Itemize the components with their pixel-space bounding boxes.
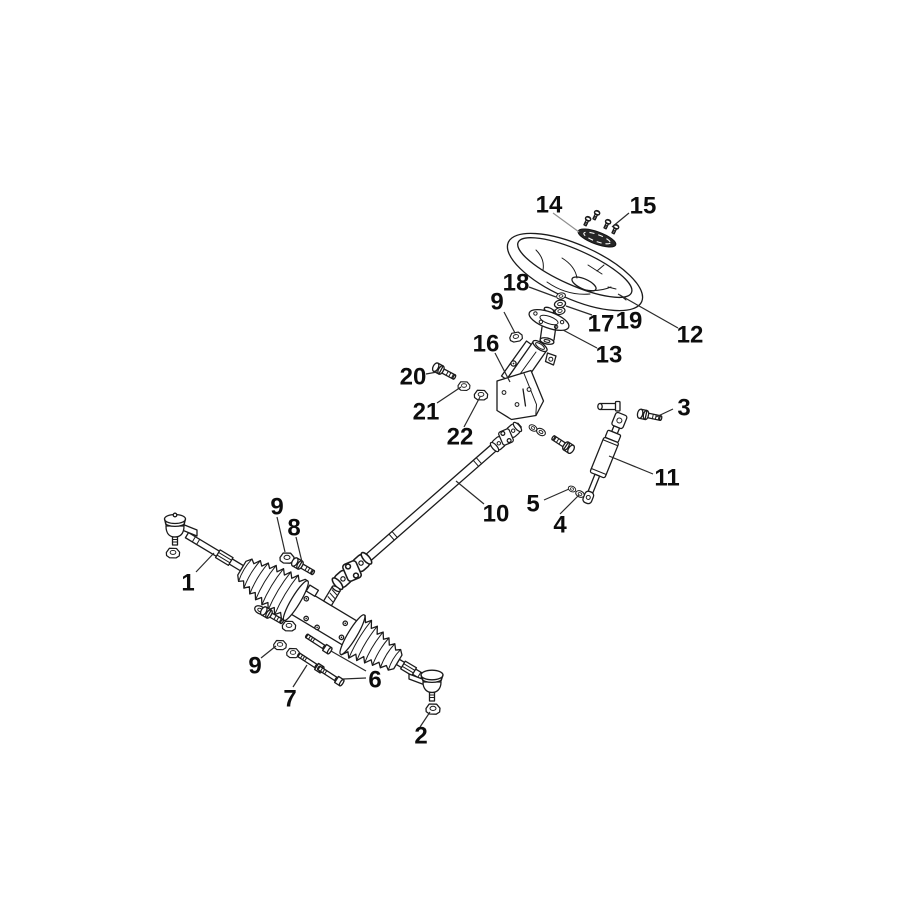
leader-line-11 [608, 455, 654, 475]
leader-line-4 [559, 494, 580, 515]
callout-11-12: 11 [654, 465, 679, 492]
callout-18-19: 18 [503, 270, 530, 297]
callout-21-22: 21 [413, 399, 440, 426]
leader-line-17 [565, 305, 593, 316]
callout-14-15: 14 [536, 192, 563, 219]
hub-nut [508, 330, 524, 344]
callout-13-14: 13 [596, 342, 623, 369]
leader-line-7 [292, 664, 308, 688]
callout-6-5: 6 [368, 667, 381, 694]
tie-rod-end-right [408, 669, 444, 702]
leader-line-18 [528, 286, 557, 298]
steering-damper [582, 400, 628, 505]
leader-line-14 [552, 212, 580, 233]
leader-line-15 [611, 212, 630, 228]
leader-line-5 [543, 488, 570, 501]
steering-wheel-hub [528, 306, 570, 345]
tie-rod-end-left [163, 512, 198, 546]
callout-9-9: 9 [270, 494, 283, 521]
leader-line-6 [342, 677, 367, 680]
callout-5-4: 5 [526, 491, 539, 518]
leader-line-8 [295, 536, 303, 563]
leader-line-20 [425, 371, 438, 375]
leader-line-21 [436, 386, 462, 404]
bracket-washer-nut [457, 381, 471, 391]
callout-17-18: 17 [588, 311, 615, 338]
callout-10-11: 10 [483, 501, 510, 528]
callout-4-3: 4 [553, 512, 567, 539]
tie-rod-end-left-nut [165, 547, 181, 559]
leader-line-9 [503, 311, 516, 334]
leader-line-2 [419, 711, 431, 728]
callout-16-17: 16 [473, 331, 500, 358]
callout-19-20: 19 [616, 308, 643, 335]
bracket-nut [473, 389, 489, 401]
callout-22-23: 22 [447, 424, 474, 451]
leader-line-9 [260, 645, 277, 659]
hub-washer-stack [553, 291, 567, 316]
leader-line-13 [562, 329, 598, 349]
callout-12-13: 12 [677, 322, 704, 349]
leader-line-6 [330, 650, 367, 672]
right-bellows [340, 614, 403, 671]
callout-15-16: 15 [630, 193, 657, 220]
leader-line-22 [463, 396, 481, 428]
callout-1-0: 1 [181, 570, 194, 597]
callout-2-1: 2 [414, 723, 427, 750]
u-joint-pinch-bolt-set [527, 422, 577, 456]
leader-line-10 [455, 480, 485, 505]
callout-7-6: 7 [283, 686, 296, 713]
callout-9-10: 9 [248, 653, 261, 680]
leader-line-9 [276, 516, 286, 553]
leader-line-12 [617, 293, 679, 329]
callout-8-7: 8 [287, 515, 300, 542]
column-support-bracket [496, 339, 557, 421]
steering-rack [184, 531, 428, 682]
intermediate-shaft [327, 418, 526, 595]
callout-20-21: 20 [400, 364, 427, 391]
leader-line-16 [494, 352, 511, 383]
tie-rod-end-right-nut [425, 703, 441, 715]
callout-3-2: 3 [677, 395, 690, 422]
callout-9-8: 9 [490, 289, 503, 316]
leader-line-3 [655, 408, 674, 418]
leader-line-1 [195, 552, 215, 573]
